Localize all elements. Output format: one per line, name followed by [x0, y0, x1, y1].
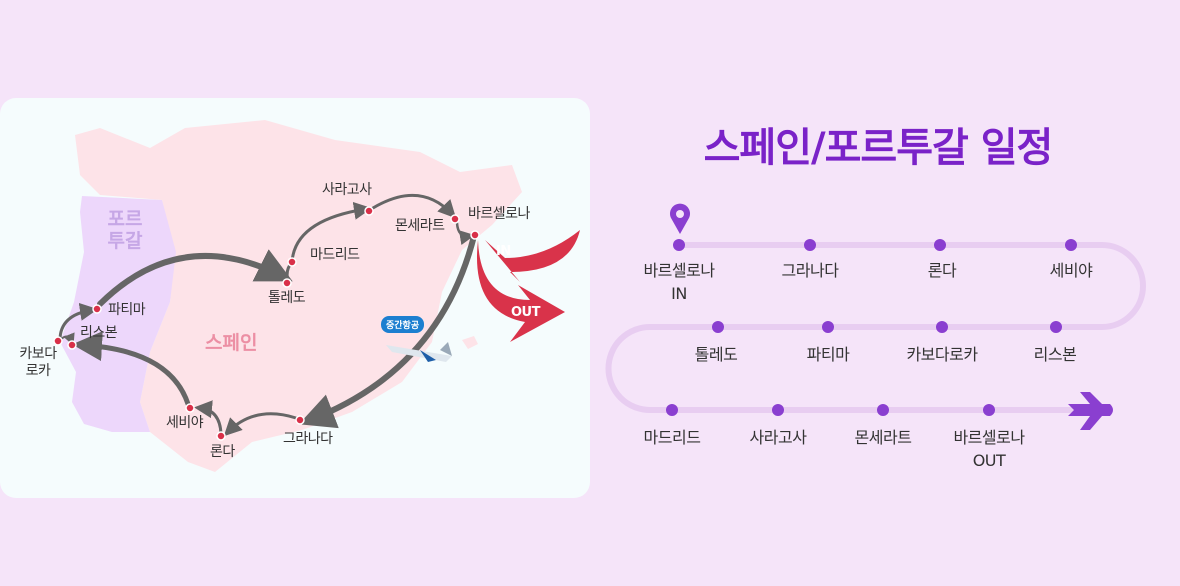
island-shape — [462, 336, 478, 349]
stop-ronda: 론다 — [927, 261, 957, 280]
country-label-spain: 스페인 — [205, 332, 258, 354]
plane-image — [386, 342, 452, 362]
city-barcelona: 바르셀로나 — [468, 206, 530, 222]
stop-name: 바르셀로나 — [643, 261, 715, 280]
location-pin-icon — [670, 203, 690, 234]
cabo-line2: 로카 — [25, 363, 51, 379]
route-map: 포르 투갈 스페인 바르셀로나 몬세라트 사라고사 마드리드 톨레도 파티마 리… — [0, 98, 590, 498]
stop-sub: IN — [671, 284, 687, 303]
stop-name: 바르셀로나 — [953, 428, 1025, 447]
page-title: 스페인/포르투갈 일정 — [703, 125, 1054, 171]
stop-barcelona-out: 바르셀로나 OUT — [953, 426, 1025, 472]
stop-barcelona-in: 바르셀로나 IN — [643, 259, 715, 305]
in-arrow — [485, 230, 580, 282]
stop-montserrat: 몬세라트 — [854, 428, 912, 447]
stop-sub: OUT — [972, 451, 1006, 470]
airplane-icon — [1068, 392, 1113, 430]
portugal-shape — [60, 196, 176, 432]
out-arrow — [476, 240, 565, 342]
cabo-line1: 카보다 — [19, 346, 57, 362]
city-seville: 세비야 — [166, 415, 204, 431]
city-lisbon: 리스본 — [80, 325, 118, 341]
in-label: IN — [496, 244, 511, 259]
city-granada: 그라나다 — [283, 431, 333, 447]
stop-madrid: 마드리드 — [643, 428, 701, 447]
stop-granada: 그라나다 — [781, 261, 839, 280]
city-zaragoza: 사라고사 — [322, 182, 372, 198]
map-graphic — [53, 120, 580, 472]
city-cabo-da-roca: 카보다 로카 — [19, 346, 57, 380]
flight-badge: 중간항공 — [381, 316, 425, 333]
stop-fatima: 파티마 — [806, 345, 850, 364]
stop-seville: 세비야 — [1049, 261, 1093, 280]
city-fatima: 파티마 — [108, 302, 146, 318]
portugal-line2: 투갈 — [107, 230, 143, 252]
city-madrid: 마드리드 — [310, 247, 360, 263]
portugal-line1: 포르 — [107, 208, 143, 230]
timeline-track — [605, 242, 1146, 413]
stop-zaragoza: 사라고사 — [749, 428, 807, 447]
stop-cabo-da-roca: 카보다로카 — [906, 345, 978, 364]
spain-shape — [75, 120, 522, 472]
stop-lisbon: 리스본 — [1033, 345, 1077, 364]
country-label-portugal: 포르 투갈 — [108, 208, 143, 252]
stop-toledo: 톨레도 — [694, 345, 738, 364]
city-montserrat: 몬세라트 — [395, 218, 445, 234]
city-ronda: 론다 — [210, 444, 235, 460]
out-label: OUT — [511, 305, 540, 320]
city-toledo: 톨레도 — [268, 290, 306, 306]
